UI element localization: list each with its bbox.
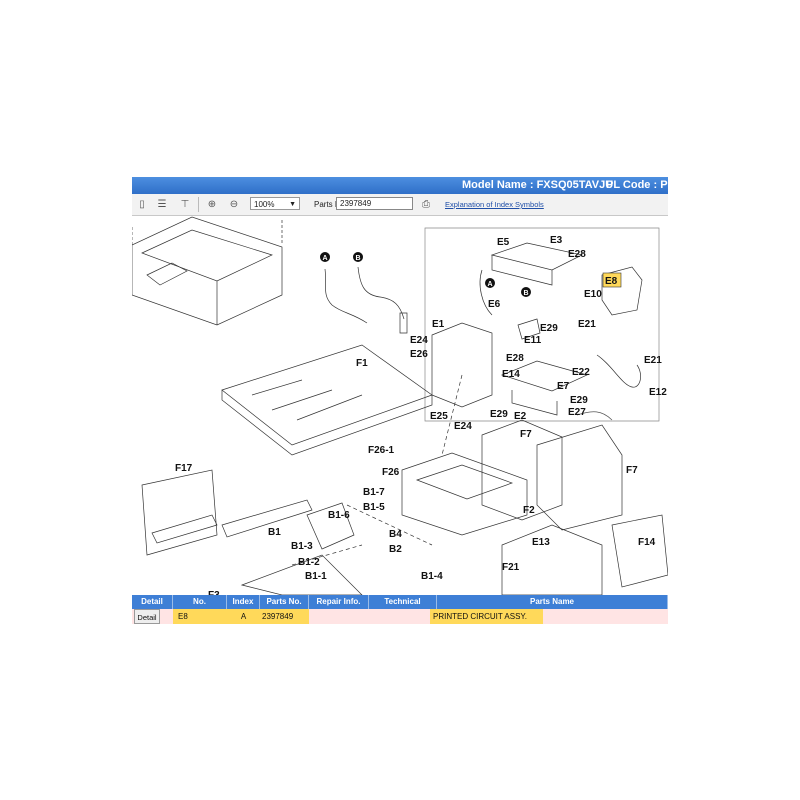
parts-catalog-window: Model Name : FXSQ05TAVJU PL Code : PL- ▯… [132,177,668,624]
part-label-e10[interactable]: E10 [584,289,602,300]
zoom-in-icon[interactable]: ⊕ [207,198,217,210]
col-repair-info: Repair Info. [309,595,369,609]
parts-table-header: Detail No. Index Parts No. Repair Info. … [132,595,668,620]
part-label-e29[interactable]: E29 [570,395,588,406]
col-index: Index [227,595,260,609]
callout-a: A A [320,252,495,288]
part-label-b1-1[interactable]: B1-1 [305,571,327,582]
part-label-e14[interactable]: E14 [502,369,520,380]
part-label-b1-5[interactable]: B1-5 [363,502,385,513]
part-label-f1[interactable]: F1 [356,358,368,369]
part-label-f26-1[interactable]: F26-1 [368,445,395,456]
part-label-e21[interactable]: E21 [644,355,662,366]
part-label-b1-6[interactable]: B1-6 [328,510,350,521]
split-horizontal-icon[interactable]: ☰ [157,198,167,210]
cell-parts-no: 2397849 [260,609,309,624]
toolbar: ▯ ☰ ⊤ ⊕ ⊖ 100% ▼ Parts No. 2397849 ⎙ Expl… [132,194,668,216]
part-label-f7[interactable]: F7 [626,465,638,476]
part-label-f3[interactable]: F3 [208,590,220,595]
index-symbols-link[interactable]: Explanation of Index Symbols [445,200,544,209]
col-detail: Detail [132,595,173,609]
parts-no-label: Parts No. [314,200,348,209]
chevron-down-icon: ▼ [289,201,296,208]
part-label-e3[interactable]: E3 [550,235,563,246]
part-label-b1-2[interactable]: B1-2 [298,557,320,568]
part-label-e22[interactable]: E22 [572,367,590,378]
cell-no: E8 [173,609,227,624]
part-label-b2[interactable]: B2 [389,544,402,555]
zoom-out-icon[interactable]: ⊖ [229,198,239,210]
part-label-e29[interactable]: E29 [490,409,508,420]
pointer-icon[interactable]: ▯ [139,198,145,210]
cell-parts-name: PRINTED CIRCUIT ASSY. [430,609,543,624]
part-label-f17[interactable]: F17 [175,463,193,474]
part-label-e28[interactable]: E28 [568,249,586,260]
part-label-f2[interactable]: F2 [523,505,535,516]
part-label-b1-7[interactable]: B1-7 [363,487,385,498]
svg-text:A: A [487,281,492,288]
table-row[interactable]: Detail E8 A 2397849 PRINTED CIRCUIT ASSY… [132,609,668,624]
svg-text:A: A [322,255,327,262]
parts-no-input[interactable]: 2397849 [336,197,413,210]
part-label-f26[interactable]: F26 [382,467,400,478]
col-technical-bulletin: Technical Bulletin [369,595,437,620]
col-parts-no: Parts No. [260,595,309,609]
part-label-e29[interactable]: E29 [540,323,558,334]
part-label-b1-4[interactable]: B1-4 [421,571,443,582]
part-label-e12[interactable]: E12 [649,387,667,398]
part-label-b4[interactable]: B4 [389,529,402,540]
zoom-select[interactable]: 100% ▼ [250,197,300,210]
svg-text:B: B [355,255,360,262]
part-label-e25[interactable]: E25 [430,411,448,422]
part-label-f14[interactable]: F14 [638,537,656,548]
part-label-e21[interactable]: E21 [578,319,596,330]
part-label-e24[interactable]: E24 [454,421,472,432]
highlighted-part-marker[interactable] [602,272,622,288]
part-label-b1-3[interactable]: B1-3 [291,541,313,552]
part-label-e13[interactable]: E13 [532,537,550,548]
svg-text:B: B [523,290,528,297]
detail-button[interactable]: Detail [134,609,160,624]
col-no: No. [173,595,227,609]
split-vertical-icon[interactable]: ⊤ [180,198,190,210]
part-label-e2[interactable]: E2 [514,411,527,422]
part-label-e27[interactable]: E27 [568,407,586,418]
cell-index: A [227,609,260,624]
part-label-e7[interactable]: E7 [557,381,570,392]
title-bar: Model Name : FXSQ05TAVJU PL Code : PL- [132,177,668,194]
part-label-e24[interactable]: E24 [410,335,428,346]
part-label-e5[interactable]: E5 [497,237,510,248]
part-label-e1[interactable]: E1 [432,319,445,330]
part-label-e26[interactable]: E26 [410,349,428,360]
part-label-e8[interactable]: E8 [605,276,618,287]
part-label-f7[interactable]: F7 [520,429,532,440]
callout-b: B B [353,252,531,297]
toolbar-divider [198,197,199,212]
part-label-e6[interactable]: E6 [488,299,501,310]
search-icon[interactable]: ⎙ [422,198,430,210]
zoom-value: 100% [254,200,275,209]
col-parts-name: Parts Name [437,595,668,609]
model-name: Model Name : FXSQ05TAVJU [462,179,614,191]
pl-code: PL Code : PL- [606,179,668,191]
part-label-b1[interactable]: B1 [268,527,281,538]
part-label-e11[interactable]: E11 [524,335,542,346]
part-label-f21[interactable]: F21 [502,562,520,573]
part-label-e28[interactable]: E28 [506,353,524,364]
